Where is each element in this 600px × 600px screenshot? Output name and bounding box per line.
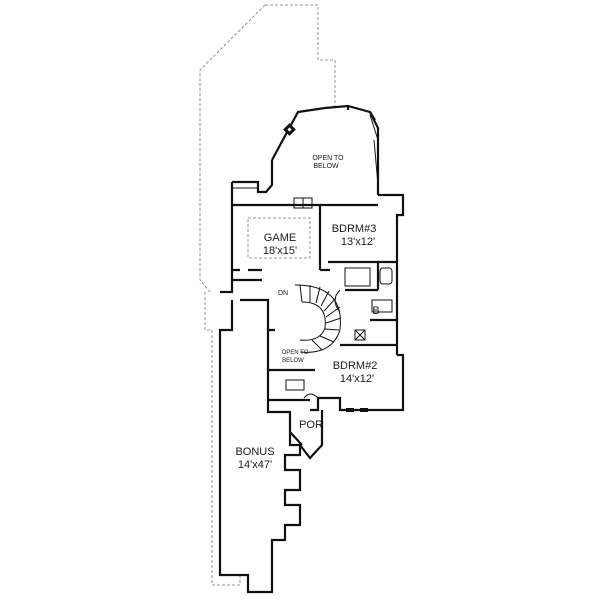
open-to-below-mid-label-line1: OPEN TO — [282, 350, 309, 356]
doors — [285, 197, 341, 399]
exterior-walls — [218, 104, 405, 594]
roof-outline — [199, 4, 336, 586]
bdrm2-size: 14'x12' — [340, 373, 374, 385]
porch-label: POR — [299, 419, 323, 431]
game-room-name: GAME — [264, 232, 296, 244]
bath-fixtures — [344, 267, 393, 341]
curved-staircase — [294, 284, 342, 353]
stair-dn-label: DN — [278, 290, 288, 297]
bonus-room-name: BONUS — [235, 446, 274, 458]
bonus-room-size: 14'x47' — [238, 459, 272, 471]
bath-label: B — [372, 305, 379, 317]
game-room-ceiling — [247, 217, 311, 259]
windows — [232, 114, 379, 189]
bdrm3-name: BDRM#3 — [332, 223, 377, 235]
bdrm3-size: 13'x12' — [341, 236, 375, 248]
bdrm2-name: BDRM#2 — [333, 360, 378, 372]
room-labels: OPEN TO BELOW GAME 18'x15' BDRM#3 13'x12… — [235, 155, 379, 471]
open-to-below-top-label-line1: OPEN TO — [312, 155, 344, 162]
interior-walls — [232, 203, 397, 372]
open-to-below-mid-label-line2: BELOW — [282, 358, 304, 364]
open-to-below-top-label-line2: BELOW — [313, 163, 339, 170]
fireplace-marks — [283, 123, 368, 412]
game-room-size: 18'x15' — [263, 245, 297, 257]
